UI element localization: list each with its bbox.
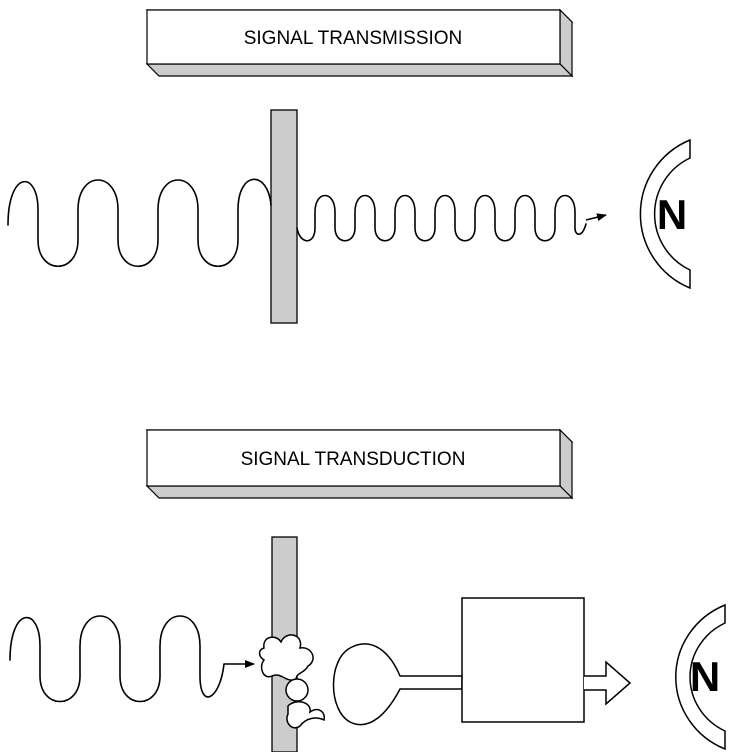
transmitted-signal-wave <box>296 194 587 242</box>
title-box-face <box>146 9 561 65</box>
effector-subunit <box>286 701 326 729</box>
incoming-signal-wave <box>7 178 272 267</box>
membrane-bar <box>270 109 298 324</box>
output-arrow <box>584 660 632 706</box>
transmission-panel: SIGNAL TRANSMISSION N <box>7 8 691 324</box>
transduction-panel: SIGNAL TRANSDUCTION N <box>9 428 726 752</box>
nucleus-label: N <box>657 191 687 238</box>
receptor <box>258 634 314 681</box>
title-box-face <box>146 429 561 487</box>
incoming-signal-wave <box>9 615 225 703</box>
g-protein <box>285 678 309 702</box>
nucleus-envelope <box>639 138 691 290</box>
title-box-depth-bottom <box>145 63 574 77</box>
title-box-depth-bottom <box>145 485 574 499</box>
effector-box <box>461 597 585 723</box>
nucleus-envelope <box>675 603 726 751</box>
second-messenger <box>332 643 463 726</box>
transduction-title: SIGNAL TRANSDUCTION <box>241 449 466 470</box>
transmission-title-box: SIGNAL TRANSMISSION <box>145 8 574 78</box>
nucleus-label: N <box>690 653 720 700</box>
transmission-title: SIGNAL TRANSMISSION <box>244 28 463 49</box>
transduction-title-box: SIGNAL TRANSDUCTION <box>145 428 574 500</box>
transmission-arrow <box>585 213 607 222</box>
